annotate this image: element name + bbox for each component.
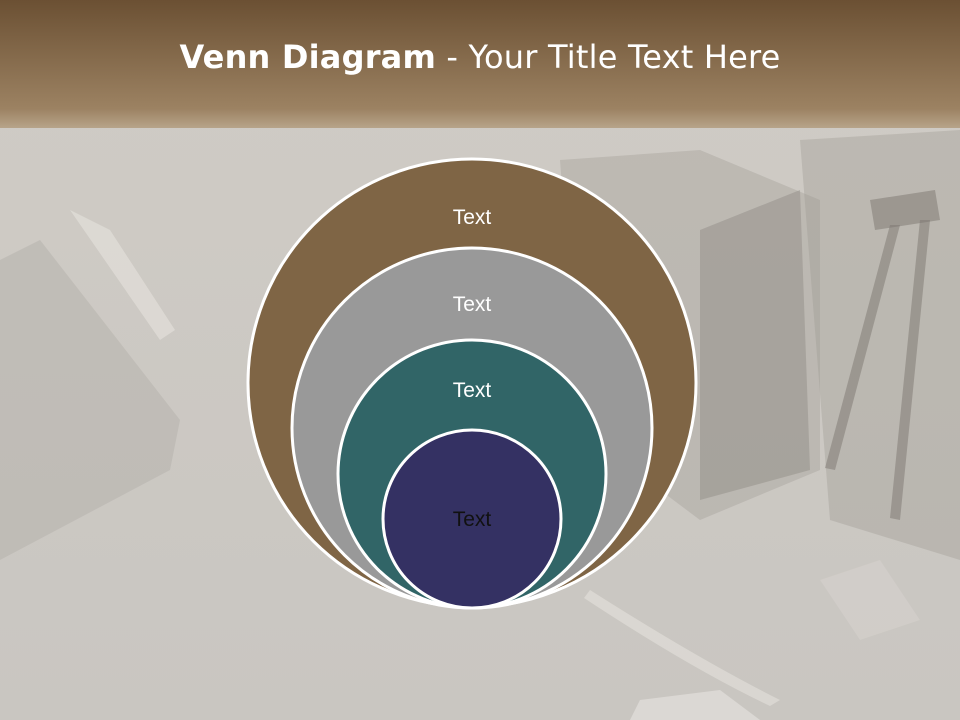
page-title: Venn Diagram - Your Title Text Here — [0, 38, 960, 76]
title-band — [0, 0, 960, 128]
title-bold: Venn Diagram — [179, 38, 437, 76]
title-rest: - Your Title Text Here — [436, 38, 781, 76]
circle-inner-label: Text — [453, 508, 492, 531]
circle-inner-shape — [381, 428, 563, 610]
circle-second-label: Text — [453, 293, 492, 316]
circle-third-label: Text — [453, 379, 492, 402]
circle-inner: Text — [381, 428, 563, 610]
circle-outer-label: Text — [453, 206, 492, 229]
